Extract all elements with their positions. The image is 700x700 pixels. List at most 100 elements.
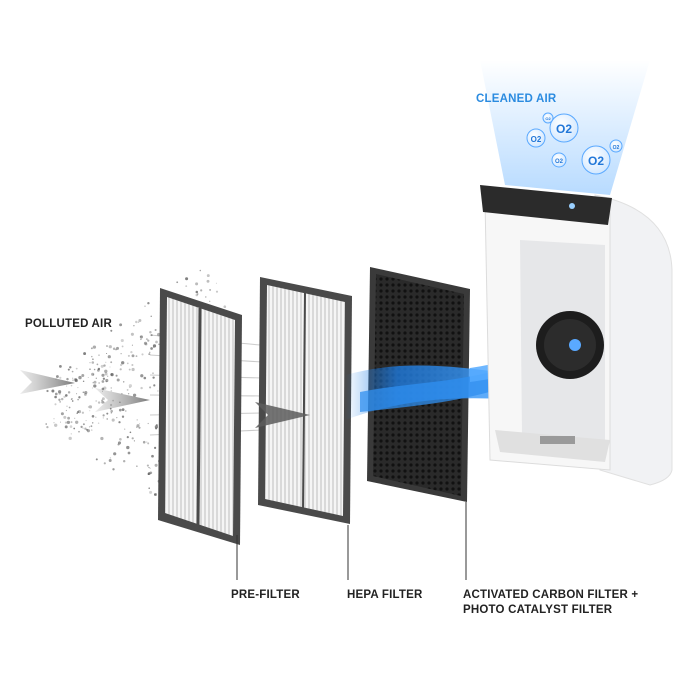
dust-particle bbox=[66, 385, 68, 387]
carbon-filter-label: ACTIVATED CARBON FILTER + PHOTO CATALYST… bbox=[463, 588, 638, 618]
dust-particle bbox=[110, 329, 113, 332]
dust-particle bbox=[150, 315, 152, 317]
dust-particle bbox=[209, 300, 211, 302]
dust-particle bbox=[103, 364, 106, 367]
dust-particle bbox=[90, 429, 93, 431]
dust-particle bbox=[138, 426, 141, 429]
dust-particle bbox=[127, 393, 130, 395]
dust-particle bbox=[147, 442, 150, 445]
dust-particle bbox=[147, 339, 150, 342]
dust-particle bbox=[223, 305, 227, 309]
dust-particle bbox=[148, 467, 150, 469]
dust-particle bbox=[149, 471, 153, 475]
dust-particle bbox=[126, 445, 130, 450]
dust-particle bbox=[91, 355, 93, 358]
dust-particle bbox=[147, 302, 150, 305]
dust-particle bbox=[157, 390, 159, 392]
dust-particle bbox=[67, 391, 71, 394]
dust-particle bbox=[93, 368, 96, 371]
dust-particle bbox=[115, 374, 118, 377]
svg-text:O2: O2 bbox=[588, 154, 604, 168]
dust-particle bbox=[59, 376, 62, 379]
dust-particle bbox=[91, 387, 93, 389]
dust-particle bbox=[102, 417, 104, 419]
dust-particle bbox=[97, 401, 101, 404]
dust-particle bbox=[70, 384, 73, 387]
o2-bubble: O2 bbox=[609, 139, 623, 153]
svg-text:O2: O2 bbox=[555, 159, 564, 165]
dust-particle bbox=[119, 323, 123, 327]
dust-particle bbox=[92, 374, 94, 376]
dust-particle bbox=[107, 375, 109, 377]
dust-particle bbox=[145, 338, 148, 341]
dust-particle bbox=[195, 293, 199, 297]
dust-particle bbox=[197, 293, 199, 295]
o2-bubble: O2 bbox=[549, 113, 579, 143]
label-pointer-lines bbox=[236, 502, 467, 580]
dust-particle bbox=[113, 452, 117, 456]
dust-particle bbox=[110, 387, 112, 389]
dust-particle bbox=[150, 347, 153, 350]
dust-particle bbox=[154, 328, 157, 332]
dust-particle bbox=[119, 437, 122, 441]
dust-particle bbox=[185, 277, 189, 281]
dust-particle bbox=[143, 341, 148, 345]
dust-particle bbox=[90, 425, 93, 428]
dust-particle bbox=[46, 389, 49, 393]
dust-particle bbox=[102, 377, 106, 380]
dust-particle bbox=[95, 400, 98, 402]
dust-particle bbox=[72, 379, 74, 382]
air-purifier-unit bbox=[480, 185, 673, 486]
dust-particle bbox=[59, 365, 62, 368]
dust-particle bbox=[63, 395, 66, 399]
dust-particle bbox=[121, 361, 125, 365]
svg-text:O2: O2 bbox=[613, 145, 620, 151]
dust-particle bbox=[154, 425, 159, 429]
dust-particle bbox=[98, 354, 100, 356]
polluted-air-label: POLLUTED AIR bbox=[25, 318, 112, 330]
oxygen-bubbles: O2 O2 O2 O2 O2 O2 bbox=[526, 112, 623, 175]
dust-particle bbox=[149, 351, 151, 353]
dust-particle bbox=[110, 409, 113, 413]
dust-particle bbox=[101, 373, 105, 377]
dust-particle bbox=[106, 345, 108, 347]
dust-particle bbox=[54, 392, 58, 396]
dust-particle bbox=[51, 389, 55, 393]
dust-particle bbox=[92, 345, 97, 349]
dust-particle bbox=[153, 492, 158, 497]
power-button-icon bbox=[569, 203, 575, 209]
dust-particle bbox=[135, 355, 138, 358]
dust-particle bbox=[128, 384, 133, 388]
dust-particle bbox=[84, 391, 88, 395]
dust-particle bbox=[158, 343, 160, 346]
fan-hub-icon bbox=[569, 339, 581, 351]
dust-particle bbox=[155, 340, 158, 344]
dust-particle bbox=[53, 418, 55, 420]
dust-particle bbox=[78, 375, 82, 380]
dust-particle bbox=[112, 347, 116, 350]
dust-particle bbox=[108, 459, 112, 462]
pre-filter-support bbox=[196, 307, 202, 526]
dust-particle bbox=[153, 384, 156, 387]
dust-particle bbox=[121, 415, 125, 418]
dust-particle bbox=[144, 305, 146, 307]
dust-particle bbox=[119, 368, 122, 371]
dust-particle bbox=[85, 420, 87, 422]
dust-particle bbox=[60, 412, 64, 416]
dust-particle bbox=[118, 421, 121, 424]
dust-particle bbox=[57, 390, 62, 394]
dust-particle bbox=[64, 425, 68, 429]
dust-particle bbox=[122, 459, 126, 463]
dust-particle bbox=[101, 400, 105, 404]
dust-particle bbox=[157, 332, 161, 337]
dust-particle bbox=[139, 423, 141, 425]
dust-particle bbox=[150, 334, 153, 337]
dust-particle bbox=[90, 347, 93, 350]
dust-particle bbox=[101, 397, 105, 401]
dust-particle bbox=[71, 370, 74, 373]
dust-particle bbox=[132, 393, 137, 397]
hepa-gray-arrow bbox=[255, 402, 310, 428]
pre-filter bbox=[158, 288, 242, 545]
dust-particle bbox=[149, 330, 152, 334]
